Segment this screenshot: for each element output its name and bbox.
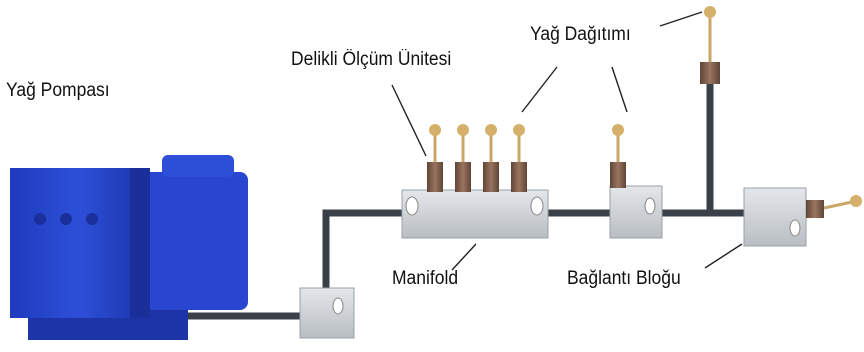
label-oil-distribution: Yağ Dağıtımı xyxy=(530,24,631,45)
leader-connection xyxy=(704,243,743,269)
pump-port-1 xyxy=(34,213,46,225)
pump-cap xyxy=(162,155,234,177)
manifold-block xyxy=(401,189,549,239)
connection-block-right xyxy=(743,187,862,247)
leader-dist-3 xyxy=(659,11,703,27)
metering-unit-3 xyxy=(483,124,499,192)
leader-meter xyxy=(391,84,427,157)
metering-unit-1 xyxy=(427,124,443,192)
label-metering-unit: Delikli Ölçüm Ünitesi xyxy=(291,49,452,70)
pump-port-3 xyxy=(86,213,98,225)
pump-body xyxy=(10,168,150,318)
label-manifold: Manifold xyxy=(392,268,459,289)
pipe-riser xyxy=(322,209,409,296)
leader-dist-1 xyxy=(521,66,558,113)
pipes xyxy=(176,74,750,320)
metering-unit-4 xyxy=(511,124,527,192)
pump-port-2 xyxy=(60,213,72,225)
oil-pump xyxy=(10,155,248,340)
leader-dist-2 xyxy=(611,66,628,113)
pump-motor xyxy=(138,172,248,310)
leader-lines xyxy=(391,11,743,271)
distributor-block xyxy=(609,124,663,239)
pump-side xyxy=(130,168,150,318)
connection-block-lower xyxy=(299,287,355,339)
label-oil-pump: Yağ Pompası xyxy=(6,80,110,101)
label-connection-block: Bağlantı Bloğu xyxy=(567,268,681,289)
metering-units xyxy=(427,124,527,192)
upper-fitting xyxy=(700,6,720,84)
leader-manifold xyxy=(451,243,477,271)
metering-unit-2 xyxy=(455,124,471,192)
